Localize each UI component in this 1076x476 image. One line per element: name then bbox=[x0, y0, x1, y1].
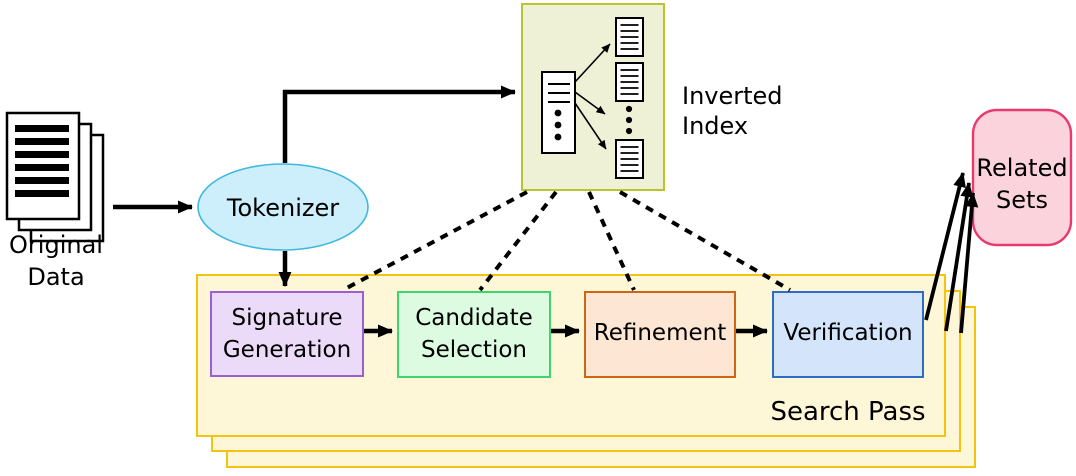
arrow-pass2-to-related-sets bbox=[944, 182, 974, 332]
signature-generation-node: Signature Generation bbox=[210, 291, 364, 377]
dashed-index-to-refinement bbox=[587, 191, 636, 291]
tokenizer-ellipse bbox=[197, 163, 369, 251]
indexed-document-icon bbox=[615, 139, 644, 179]
arrows-verification-to-related-sets bbox=[924, 172, 979, 334]
related-sets-label-line1: Related bbox=[976, 154, 1067, 182]
inverted-index-label-line2: Index bbox=[682, 112, 748, 140]
related-sets-node: Related Sets bbox=[971, 108, 1073, 247]
refinement-box bbox=[584, 291, 736, 378]
candidate-selection-node: Candidate Selection bbox=[397, 291, 551, 378]
inverted-index-node bbox=[521, 3, 665, 191]
tokenizer-label: Tokenizer bbox=[226, 194, 339, 222]
indexed-document-icon bbox=[615, 17, 644, 57]
dashed-index-to-signature bbox=[342, 190, 528, 292]
candidate-selection-label-line2: Selection bbox=[421, 337, 527, 363]
dashed-index-to-candidate bbox=[478, 190, 558, 292]
inverted-index-caption: Inverted Index bbox=[682, 82, 783, 140]
signature-generation-label-line2: Generation bbox=[223, 337, 351, 363]
tokenizer-node: Tokenizer bbox=[197, 163, 369, 251]
refinement-label: Refinement bbox=[594, 320, 726, 346]
verification-node: Verification bbox=[772, 291, 924, 378]
original-data-node: Original Data bbox=[5, 111, 105, 291]
arrow-tokenizer-to-inverted-index bbox=[282, 85, 516, 163]
signature-generation-label-line1: Signature bbox=[232, 305, 343, 331]
inverted-index-label-line1: Inverted bbox=[682, 82, 783, 110]
arrow-pass1-to-related-sets bbox=[924, 172, 966, 321]
index-fanout-arrows bbox=[574, 43, 611, 150]
refinement-node: Refinement bbox=[584, 291, 736, 378]
arrow-pass3-to-related-sets bbox=[959, 192, 979, 334]
dashed-index-to-verification bbox=[619, 190, 791, 292]
signature-generation-box bbox=[210, 291, 364, 377]
candidate-selection-label-line1: Candidate bbox=[415, 305, 533, 331]
original-data-label-line1: Original bbox=[9, 231, 103, 259]
verification-label: Verification bbox=[783, 320, 912, 346]
candidate-selection-box bbox=[397, 291, 551, 378]
ellipsis-dots bbox=[625, 105, 633, 135]
search-pass-label: Search Pass bbox=[770, 397, 925, 427]
document-text-bars bbox=[15, 125, 69, 197]
original-data-label-line2: Data bbox=[27, 263, 84, 291]
index-access-dashed-lines bbox=[342, 190, 791, 292]
related-sets-label-line2: Sets bbox=[996, 186, 1048, 214]
related-sets-box bbox=[971, 108, 1073, 247]
indexed-document-icon bbox=[615, 62, 644, 102]
verification-box bbox=[772, 291, 924, 378]
postings-list-icon bbox=[541, 71, 576, 154]
